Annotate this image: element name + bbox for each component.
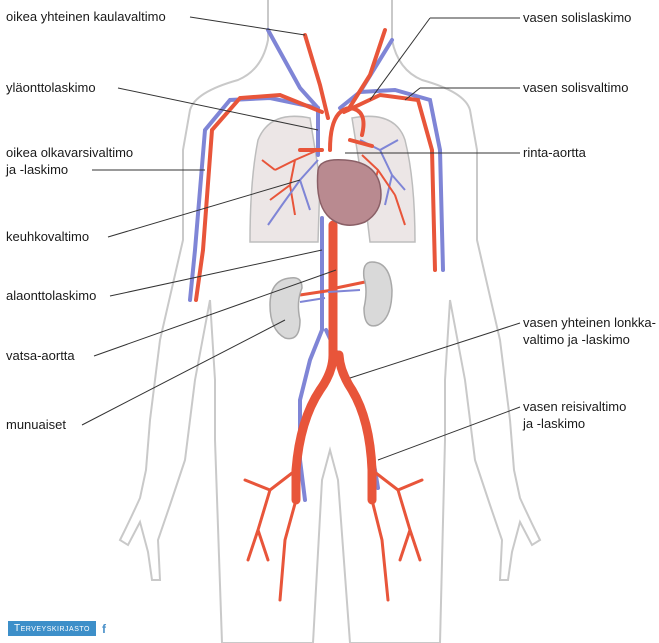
label-vasen-yhteinen-lonkka-line2: valtimo ja -laskimo (523, 332, 630, 348)
label-ylaonttolaskimo: yläonttolaskimo (6, 80, 96, 96)
label-vasen-solislaskimo: vasen solislaskimo (523, 10, 631, 26)
label-vasen-reisivaltimo-line1: vasen reisivaltimo (523, 399, 626, 415)
label-oikea-yhteinen-kaulavaltimo: oikea yhteinen kaulavaltimo (6, 9, 166, 25)
right-lung (250, 116, 320, 242)
label-vatsa-aortta: vatsa-aortta (6, 348, 75, 364)
label-vasen-solisvaltimo: vasen solisvaltimo (523, 80, 629, 96)
heart (318, 160, 382, 225)
facebook-icon[interactable]: f (102, 622, 106, 636)
label-munuaiset: munuaiset (6, 417, 66, 433)
label-alaonttolaskimo: alaonttolaskimo (6, 288, 96, 304)
brand-logo[interactable]: Terveyskirjasto (8, 621, 96, 636)
brand-footer: Terveyskirjasto f (8, 621, 106, 636)
label-oikea-olkavarsivaltimo-line1: oikea olkavarsivaltimo (6, 145, 133, 161)
label-keuhkovaltimo: keuhkovaltimo (6, 229, 89, 245)
label-oikea-olkavarsivaltimo-line2: ja -laskimo (6, 162, 68, 178)
label-vasen-yhteinen-lonkka-line1: vasen yhteinen lonkka- (523, 315, 656, 331)
label-vasen-reisivaltimo-line2: ja -laskimo (523, 416, 585, 432)
label-rinta-aortta: rinta-aortta (523, 145, 586, 161)
